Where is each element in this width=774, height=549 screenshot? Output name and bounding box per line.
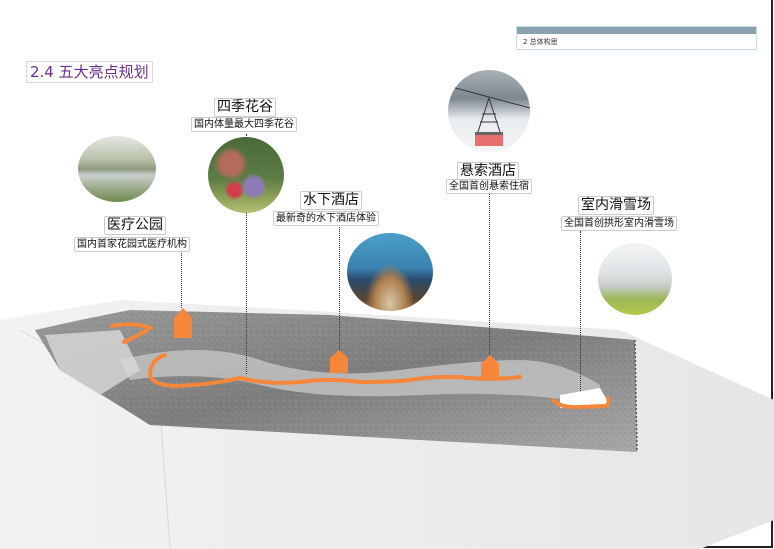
highlight-subtitle-four-seasons: 国内体量最大四季花谷 <box>191 117 297 132</box>
leader-suspended-hotel <box>489 193 490 355</box>
highlight-subtitle-indoor-ski: 全国首创拱形室内滑雪场 <box>561 216 677 231</box>
leader-indoor-ski <box>580 231 581 391</box>
underwater-bedroom-photo <box>347 233 433 311</box>
highlight-subtitle-medical-park: 国内首家花园式医疗机构 <box>74 237 190 252</box>
route-medical <box>110 322 155 344</box>
highlight-title-medical-park: 医疗公园 <box>104 216 166 235</box>
highlight-title-underwater-hotel: 水下酒店 <box>300 191 362 210</box>
highlight-title-four-seasons: 四季花谷 <box>214 98 276 117</box>
section-header-bar <box>517 27 756 34</box>
highlight-title-suspended-hotel: 悬索酒店 <box>457 162 519 181</box>
leader-medical-park <box>181 250 182 308</box>
marker-underwater-hotel <box>330 350 348 373</box>
marker-medical-park <box>174 308 192 338</box>
marker-suspended-hotel <box>481 355 499 378</box>
leader-underwater-hotel <box>339 227 340 350</box>
highlight-title-indoor-ski: 室内滑雪场 <box>578 196 654 215</box>
terraced-garden-photo <box>78 136 156 202</box>
highlight-subtitle-underwater-hotel: 最新奇的水下酒店体验 <box>273 211 379 226</box>
cable-car-photo <box>448 70 530 152</box>
cable-car-icon <box>448 85 530 146</box>
section-label: 2 总体构思 <box>523 38 558 46</box>
flower-garden-photo <box>208 137 284 213</box>
ski-dome-area <box>560 388 610 408</box>
route-main <box>147 353 522 389</box>
arched-building-photo <box>598 243 672 315</box>
page-title: 2.4 五大亮点规划 <box>26 61 153 83</box>
highlight-subtitle-suspended-hotel: 全国首创悬索住宿 <box>446 179 532 194</box>
route-ski <box>551 396 611 410</box>
section-header: 2 总体构思 <box>516 26 757 50</box>
leader-four-seasons <box>246 134 247 374</box>
